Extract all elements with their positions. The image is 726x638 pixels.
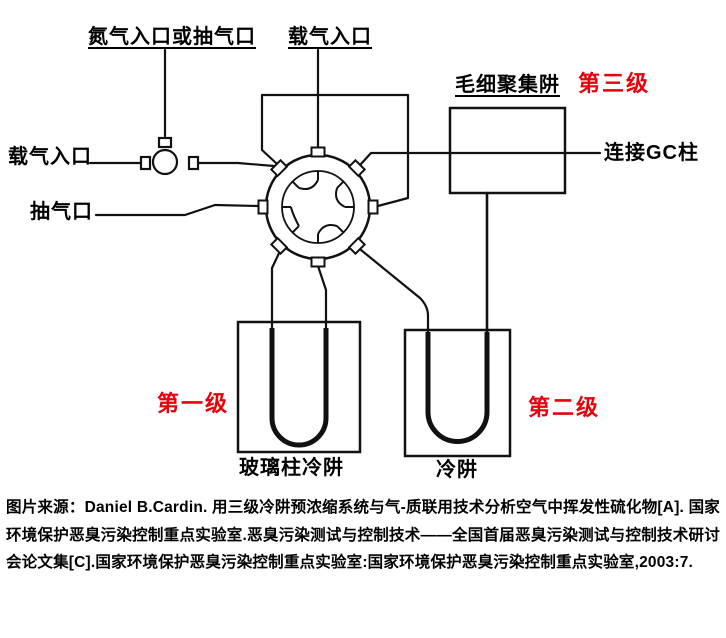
valve-port-bottom: [310, 256, 326, 268]
figure-source-caption: 图片来源：Daniel B.Cardin. 用三级冷阱预浓缩系统与气-质联用技术…: [6, 499, 720, 571]
label-carrier-inlet-left: 载气入口: [8, 146, 92, 168]
u-tube-2: [425, 332, 490, 444]
line-tee-to-valve: [196, 161, 276, 168]
valve-port-lower-right: [347, 236, 367, 256]
preconcentrator-diagram: [88, 48, 602, 458]
line-bypass-loop: [260, 93, 410, 208]
valve-port-stubs: [282, 171, 354, 243]
tubing-lines: [88, 48, 602, 342]
label-capillary-trap: 毛细聚集阱: [455, 74, 560, 96]
tee-fitting-left: [139, 155, 152, 171]
tee-valve: [139, 136, 200, 176]
line-valve-to-gc: [359, 151, 602, 166]
valve-port-lower-left: [269, 236, 289, 256]
cold-trap-1-box: [236, 320, 362, 454]
tee-fitting-top: [157, 136, 173, 149]
valve-ports: [257, 146, 379, 268]
cold-trap-2-box: [403, 328, 512, 458]
label-stage-1: 第一级: [157, 391, 230, 416]
label-stage-3: 第三级: [578, 71, 651, 96]
valve-port-upper-right: [347, 158, 367, 178]
valve-port-right: [367, 199, 379, 215]
tee-fitting-right: [187, 155, 200, 171]
line-pump-to-valve: [94, 203, 260, 217]
valve-port-upper-left: [269, 158, 289, 178]
valve-port-left: [257, 199, 269, 215]
line-valve-to-trap1-left: [270, 247, 283, 342]
rotary-valve: [257, 146, 379, 268]
label-carrier-inlet-top: 载气入口: [288, 26, 372, 48]
tee-valve-body: [151, 148, 179, 176]
capillary-trap-box: [448, 106, 567, 195]
valve-rotor-channels: [290, 179, 346, 235]
label-stage-2: 第二级: [528, 395, 601, 420]
line-valve-to-trap2: [359, 248, 430, 342]
line-valve-to-trap1-right: [316, 264, 328, 342]
label-cold-trap: 冷阱: [436, 459, 478, 481]
label-glass-trap: 玻璃柱冷阱: [239, 457, 344, 479]
u-tube-1: [269, 328, 329, 448]
valve-port-top: [310, 146, 326, 158]
label-gc-column: 连接GC柱: [604, 142, 699, 164]
label-nitrogen-inlet: 氮气入口或抽气口: [88, 26, 256, 48]
label-pump-port: 抽气口: [30, 201, 93, 223]
